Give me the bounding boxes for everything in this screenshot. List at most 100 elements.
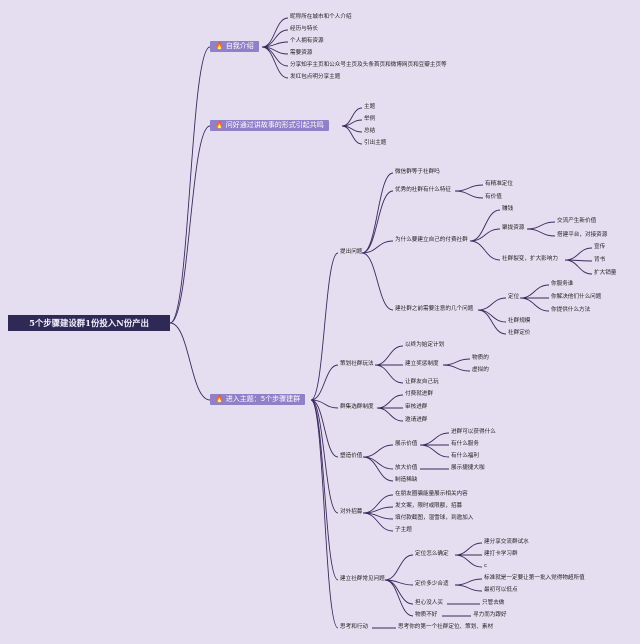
list-item[interactable]: 你解决他们什么问题 [551, 294, 602, 300]
connector-line [469, 209, 501, 242]
list-item[interactable]: 社群规模 [508, 318, 531, 324]
topic-think-act[interactable]: 思考和行动 [340, 624, 368, 630]
list-item[interactable]: 进群可以获得什么 [451, 429, 496, 435]
connector-line [361, 240, 394, 254]
connector-line [374, 364, 404, 384]
list-item[interactable]: 付费就进群 [405, 391, 433, 397]
list-item[interactable]: 子主题 [395, 527, 412, 533]
list-item[interactable]: 赚钱 [502, 206, 514, 212]
list-item[interactable]: 物质不好 [415, 612, 438, 618]
branch-storytelling[interactable]: 🔥问好通过讲故事的形式引起共鸣 [210, 120, 329, 131]
list-item[interactable]: 个人拥有资源 [290, 38, 324, 44]
list-item[interactable]: 邀请进群 [405, 417, 428, 423]
list-item[interactable]: 展示价值 [395, 441, 418, 447]
list-item[interactable]: 定位怎么确定 [415, 551, 449, 557]
list-item[interactable]: 在朋友圈骗能量展示相关内容 [395, 491, 468, 497]
connector-line [341, 125, 363, 145]
list-item[interactable]: 微信群等于社群吗 [395, 169, 440, 175]
list-item[interactable]: 聚拢资源 [502, 225, 525, 231]
list-item[interactable]: 有精准定位 [485, 181, 513, 187]
connector-line [454, 584, 483, 592]
list-item[interactable]: 优秀的社群有什么特征 [395, 187, 451, 193]
list-item[interactable]: 有什么福利 [451, 453, 479, 459]
list-item[interactable]: 主题 [364, 104, 376, 110]
list-item[interactable]: 搭建平台，对接资源 [557, 232, 608, 238]
fire-icon: 🔥 [215, 395, 224, 403]
list-item[interactable]: 制造稀缺 [395, 477, 418, 483]
list-item[interactable]: 展示捷捷大咖 [451, 465, 485, 471]
list-item[interactable]: 虚拟的 [472, 367, 489, 373]
connector-line [376, 407, 404, 422]
connector-line [361, 172, 394, 254]
list-item[interactable]: 昵称所在城市和个人介绍 [290, 14, 352, 20]
topic-build-value[interactable]: 塑造价值 [340, 453, 363, 459]
list-item[interactable]: 放大价值 [395, 465, 418, 471]
list-item[interactable]: 以终为始定计划 [405, 342, 445, 348]
list-item[interactable]: 只管去做 [482, 600, 505, 606]
topic-plan-community[interactable]: 策划社群玩法 [340, 361, 374, 367]
connector-line [564, 259, 593, 275]
list-item[interactable]: 建立奖惩制度 [405, 361, 439, 367]
list-item[interactable]: 建分享交流群试水 [484, 539, 529, 545]
list-item[interactable]: 审核进群 [405, 404, 428, 410]
list-item[interactable]: 需要资源 [290, 50, 313, 56]
list-item[interactable]: 为什么要建立自己的付费社群 [395, 237, 468, 243]
fire-icon: 🔥 [215, 42, 224, 50]
connector-line [261, 46, 289, 79]
topic-common-questions[interactable]: 建立社群常见问题 [340, 576, 385, 582]
list-item[interactable]: 建打卡学习群 [484, 551, 518, 557]
connector-line [477, 309, 507, 335]
list-item[interactable]: 标准就是一定要让第一批入党得物超所值 [484, 575, 585, 581]
root-topic[interactable]: 5个步骤建设群1份投入N份产出 [8, 315, 170, 331]
list-item[interactable]: 定位 [508, 294, 520, 300]
connector-line [362, 512, 394, 532]
connector-line [310, 364, 339, 401]
list-item[interactable]: 让群友自己玩 [405, 379, 439, 385]
list-item[interactable]: 引出主题 [364, 140, 387, 146]
branch-self-intro[interactable]: 🔥自我介绍 [210, 41, 259, 52]
list-item[interactable]: c [484, 563, 488, 569]
list-item[interactable]: 发文案，限时或限额，招募 [395, 503, 463, 509]
list-item[interactable]: 发红包点明分享主题 [290, 74, 341, 80]
list-item[interactable]: 担心没人买 [415, 600, 443, 606]
list-item[interactable]: 分享知乎主页和公众号主页及头条首页和微博网页和豆瓣主页等 [290, 62, 447, 68]
list-item[interactable]: 寻力而为跟好 [473, 612, 507, 618]
list-item[interactable]: 有什么服务 [451, 441, 479, 447]
connector-line [310, 399, 339, 581]
list-item[interactable]: 经历与特长 [290, 26, 318, 32]
connector-line [454, 184, 484, 192]
connector-line [384, 579, 414, 617]
list-item[interactable]: 建社群之前需要注意的几个问题 [395, 306, 474, 312]
list-item[interactable]: 物质的 [472, 355, 489, 361]
list-item[interactable]: 你服务谁 [551, 281, 574, 287]
list-item[interactable]: 最初可以低点 [484, 587, 518, 593]
list-item[interactable]: 定价多少合适 [415, 581, 449, 587]
connector-line [169, 322, 211, 401]
list-item[interactable]: 总结 [364, 128, 376, 134]
list-item[interactable]: 宣传 [594, 244, 606, 250]
connector-line [261, 17, 289, 48]
connector-line [362, 456, 394, 470]
list-item[interactable]: 背书 [594, 257, 606, 263]
connector-line [310, 252, 339, 401]
list-item[interactable]: 社群定价 [508, 330, 531, 336]
topic-member-selection[interactable]: 群集选群制度 [340, 404, 374, 410]
list-item[interactable]: 思考你的第一个社群定位、策划、素材 [398, 624, 494, 630]
list-item[interactable]: 扩大销量 [594, 270, 617, 276]
list-item[interactable]: 你提供什么方法 [551, 307, 591, 313]
list-item[interactable]: 举例 [364, 116, 376, 122]
topic-raise-questions[interactable]: 提出问题 [340, 249, 363, 255]
list-item[interactable]: 填付款截图，湿雪球，到邀加入 [395, 515, 474, 521]
topic-recruit[interactable]: 对外招募 [340, 509, 363, 515]
list-item[interactable]: 交流产生新价值 [557, 218, 597, 224]
list-item[interactable]: 社群裂变，扩大影响力 [502, 256, 558, 262]
connector-line [310, 399, 339, 629]
connector-line [454, 578, 483, 586]
connector-line [469, 228, 501, 242]
list-item[interactable]: 有价值 [485, 194, 502, 200]
connector-line [310, 399, 339, 514]
connector-line [519, 284, 550, 299]
connector-line [361, 252, 394, 311]
branch-main-topic[interactable]: 🔥进入主题：5个步骤建群 [210, 394, 306, 405]
